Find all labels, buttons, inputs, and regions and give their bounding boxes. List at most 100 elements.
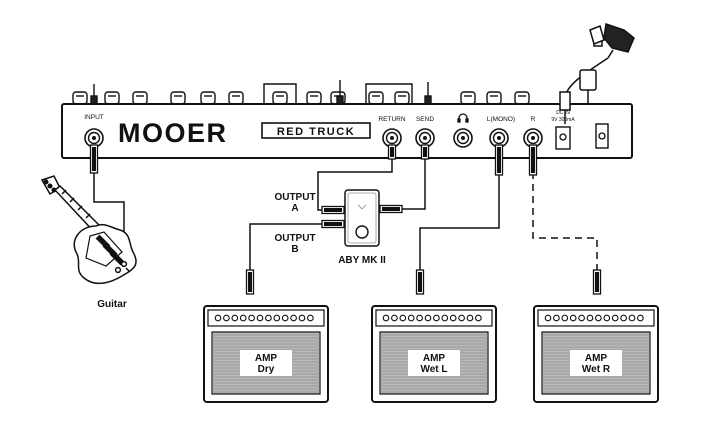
amp-knob-icon <box>223 314 230 322</box>
right-jack <box>523 128 543 148</box>
knob-icon <box>394 91 410 105</box>
aby-label: ABY MK II <box>338 255 386 266</box>
send-plug <box>420 144 430 160</box>
amp-knob-icon <box>637 314 644 322</box>
amp-knob-icon <box>553 314 560 322</box>
knob-icon <box>272 91 288 105</box>
knob-icon <box>486 91 502 105</box>
output-b-plug <box>321 219 345 229</box>
amp-label-line1: AMP <box>423 353 446 364</box>
amp-knob-icon <box>449 314 457 322</box>
output-b-cable <box>249 223 342 282</box>
input-plug <box>89 144 99 174</box>
amp-knob-icon <box>620 314 627 322</box>
knob-icon <box>228 91 244 105</box>
dc-spec-label: 9V 300mA <box>551 117 575 123</box>
amp-knob-icon <box>399 314 407 322</box>
right-jack-label: R <box>531 116 536 123</box>
amp-knob-icon <box>569 314 577 322</box>
amp-label-line2: Dry <box>258 364 275 375</box>
headphone-icon <box>457 113 469 123</box>
amp-label-line2: Wet R <box>582 364 611 375</box>
input-jack <box>84 128 104 148</box>
amp-label-line2: Wet L <box>420 364 447 375</box>
wet-l-amp-plug <box>415 269 425 295</box>
amp-knob-icon <box>298 314 306 322</box>
headphone-jack <box>453 128 473 148</box>
aby-switch-box: ABY MK II <box>338 189 386 266</box>
left-mono-jack <box>489 128 509 148</box>
model-label: RED TRUCK <box>277 126 355 138</box>
footswitch-expression <box>579 69 597 104</box>
amp-knob-icon <box>466 314 474 322</box>
dc-in-label: DC IN <box>556 110 570 116</box>
output-a-plug <box>321 205 345 215</box>
multi-effects-pedal: MOOER RED TRUCK INPUT RETURN SEND L(MONO… <box>61 103 633 159</box>
return-plug <box>387 144 397 160</box>
knob-icon <box>104 91 120 105</box>
amp-knob-icon <box>416 314 423 322</box>
knob-icon <box>170 91 186 105</box>
amp-knob-icon <box>290 314 297 322</box>
amp-knob-icon <box>611 314 619 322</box>
amp-knob-icon <box>391 314 398 322</box>
knob-group-bracket <box>263 83 297 104</box>
amp-knob-icon <box>544 314 552 322</box>
amp-label-box <box>408 350 460 376</box>
amp-knob-icon <box>382 314 390 322</box>
amp-knob-icon <box>475 314 482 322</box>
aby-input-plug <box>379 204 403 214</box>
knob-icon <box>460 91 476 105</box>
amp-knob-icon <box>603 314 611 322</box>
amp-knob-icon <box>239 314 247 322</box>
amp-knob-icon <box>586 314 594 322</box>
amp-knob-icon <box>256 314 264 322</box>
knob-icon <box>132 91 148 105</box>
amp-knob-icon <box>458 314 465 322</box>
left-output-cable <box>419 160 500 282</box>
guitar-cable <box>93 170 125 240</box>
aby-footswitch <box>355 225 369 239</box>
brand-logo: MOOER <box>118 118 228 148</box>
power-adapter <box>559 23 635 124</box>
left-output-plug <box>494 144 504 176</box>
amp-knob-icon <box>407 314 415 322</box>
dry-amp-plug <box>245 269 255 295</box>
knob-icon <box>72 91 88 105</box>
return-jack-label: RETURN <box>378 116 405 123</box>
knob-icon <box>200 91 216 105</box>
send-jack <box>415 128 435 148</box>
right-output-plug <box>528 144 538 176</box>
knob-group-bracket <box>365 83 413 104</box>
send-jack-label: SEND <box>416 116 434 123</box>
knob-icon <box>368 91 384 105</box>
input-jack-label: INPUT <box>84 114 104 121</box>
amp-knob-icon <box>441 314 449 322</box>
output-a-label-2: A <box>291 203 298 214</box>
amp-knob-icon <box>307 314 314 322</box>
return-jack <box>382 128 402 148</box>
amp-label-box <box>240 350 292 376</box>
amp-knob-icon <box>433 314 440 322</box>
guitar-label: Guitar <box>97 299 127 310</box>
amp-knob-icon <box>424 314 432 322</box>
toggle-switch-icon <box>90 84 98 105</box>
output-b-label-1: OUTPUT <box>274 233 315 244</box>
amp-knob-icon <box>265 314 272 322</box>
amp-knob-icon <box>273 314 281 322</box>
amp-knob-icon <box>231 314 239 322</box>
amp-knob-icon <box>595 314 602 322</box>
model-plate <box>261 122 371 139</box>
output-a-label-1: OUTPUT <box>274 192 315 203</box>
knob-icon <box>514 91 530 105</box>
electric-guitar <box>40 175 137 285</box>
wet-r-amp-plug <box>592 269 602 295</box>
amp-label-line1: AMP <box>585 353 608 364</box>
amp-knob-icon <box>578 314 585 322</box>
amp-knob-icon <box>628 314 636 322</box>
toggle-switch-icon <box>424 82 432 105</box>
